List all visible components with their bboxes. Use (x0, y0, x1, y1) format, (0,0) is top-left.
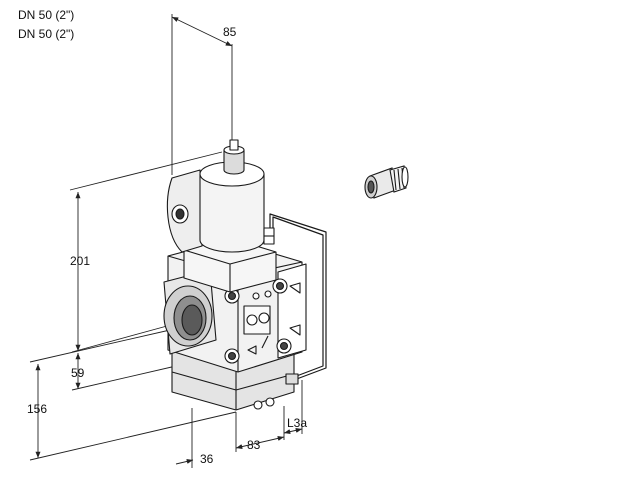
connector (223, 149, 245, 175)
extension-line-201-bottom (71, 322, 179, 353)
valve-assembly (163, 139, 327, 411)
extension-line-201-top (69, 151, 223, 191)
extension-line-156-bottom (29, 411, 237, 461)
extension-line-156-top (29, 329, 171, 363)
extension-line-59-bottom (71, 365, 177, 391)
dim-line-36-arrow (175, 458, 194, 465)
base-screw-2 (265, 397, 275, 407)
header-line-1: DN 50 (2") (18, 8, 75, 22)
dim-label-201: 201 (70, 254, 91, 268)
dim-label-36: 36 (200, 452, 214, 466)
impulse-tube (269, 213, 327, 381)
tube-nut (285, 373, 299, 385)
dim-label-156: 156 (27, 402, 48, 416)
header-line-2: DN 50 (2") (18, 27, 75, 41)
dim-label-59: 59 (71, 366, 85, 380)
connector-pin (229, 139, 239, 151)
dim-label-83: 83 (247, 438, 261, 452)
base-screw-1 (253, 400, 263, 410)
solenoid-coil (199, 173, 265, 253)
cable-gland-icon (364, 165, 409, 199)
dim-line-85 (171, 16, 233, 47)
dim-label-L3a: L3a (287, 416, 308, 430)
dim-line-83 (235, 435, 285, 450)
dim-line-L3a (283, 427, 303, 435)
dim-label-85: 85 (223, 25, 237, 39)
dimension-lines (29, 14, 303, 468)
